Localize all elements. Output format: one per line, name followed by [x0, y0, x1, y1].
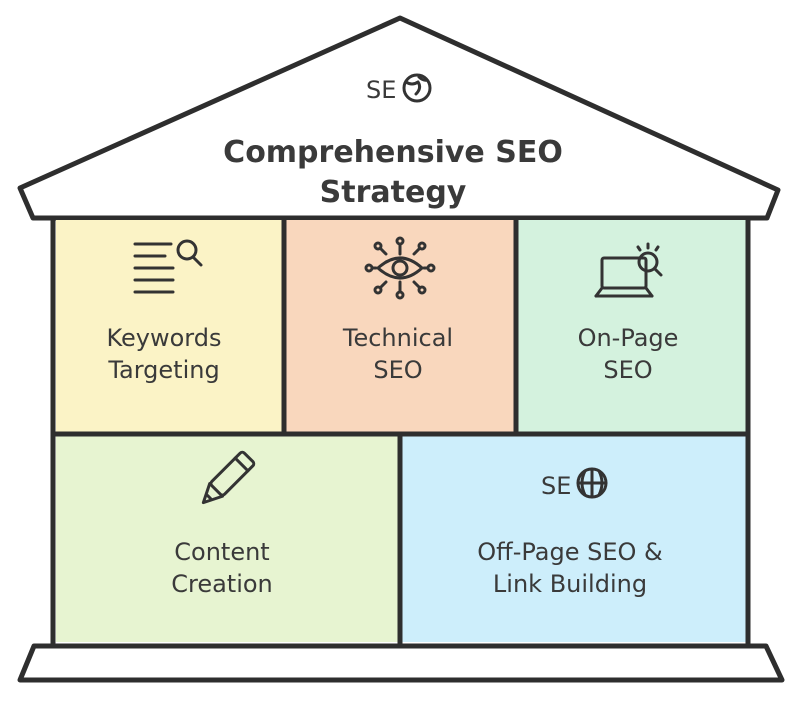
panel-on-page-seo	[518, 220, 746, 432]
on-page-label-line1: On-Page	[578, 324, 679, 352]
roof-title-line2: Strategy	[320, 175, 467, 210]
off-page-label-line1: Off-Page SEO &	[477, 538, 662, 566]
panel-keywords-targeting	[56, 220, 282, 432]
keywords-label-line2: Targeting	[107, 356, 219, 384]
seo-globe-icon: SE	[541, 467, 608, 500]
roof-title-line1: Comprehensive SEO	[223, 135, 563, 170]
panel-off-page-seo	[402, 436, 746, 642]
base-platform	[17, 643, 785, 683]
content-label-line1: Content	[174, 538, 269, 566]
pen-icon	[201, 450, 256, 505]
off-page-label-line2: Link Building	[493, 570, 647, 598]
technical-label-line2: SEO	[373, 356, 422, 384]
roof-seo-logo: SE	[366, 73, 432, 104]
roof	[17, 15, 781, 221]
house-frame	[50, 215, 751, 649]
laptop-search-icon	[594, 242, 663, 298]
panel-content-creation	[56, 436, 398, 642]
keywords-label-line1: Keywords	[106, 324, 221, 352]
on-page-label-line2: SEO	[603, 356, 652, 384]
globe-logo-text: SE	[541, 472, 571, 500]
keyword-search-icon	[133, 239, 203, 294]
roof-logo-text: SE	[366, 76, 396, 104]
eye-network-icon	[364, 236, 436, 300]
globe-icon	[402, 73, 432, 103]
technical-label-line1: Technical	[342, 324, 453, 352]
content-label-line2: Creation	[171, 570, 273, 598]
